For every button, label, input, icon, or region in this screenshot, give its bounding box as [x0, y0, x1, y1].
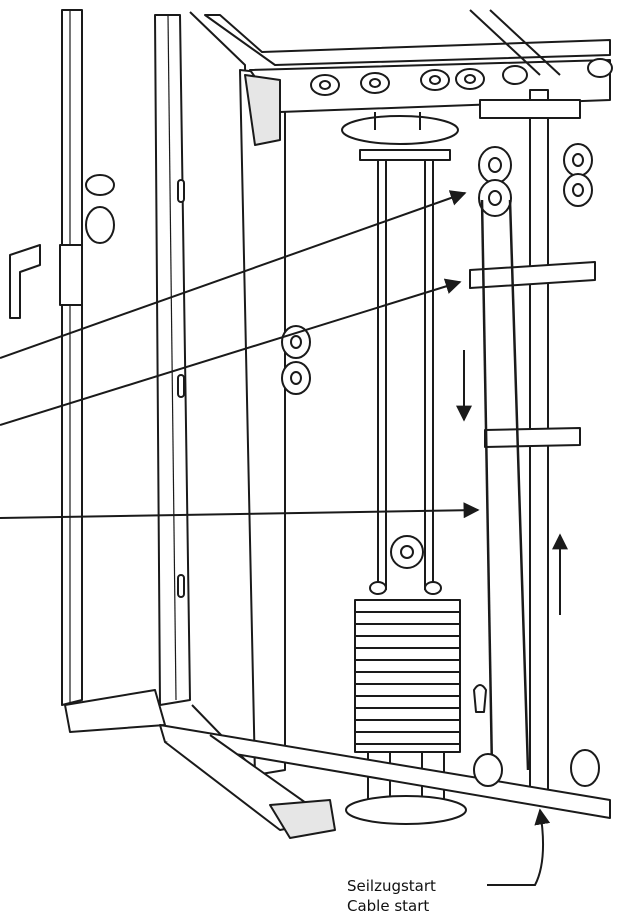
left-adjuster-handle: [9, 174, 115, 319]
right-pulleys: [478, 143, 593, 217]
mid-panel-pulley: [281, 325, 311, 395]
cable-start-label-en: Cable start: [347, 897, 430, 915]
bottom-frame: [64, 689, 611, 839]
cable-start-label-de: Seilzugstart: [347, 877, 436, 895]
annotation-arrows: [0, 190, 568, 886]
weight-guide-rods: [377, 160, 434, 590]
weight-guide-top-plate: [341, 112, 459, 161]
left-frame-post: [61, 9, 83, 706]
right-upright: [469, 89, 596, 796]
cable-lines: [480, 199, 530, 771]
bottom-right-pulleys: [473, 684, 600, 787]
top-beam-pulleys: [310, 58, 613, 96]
